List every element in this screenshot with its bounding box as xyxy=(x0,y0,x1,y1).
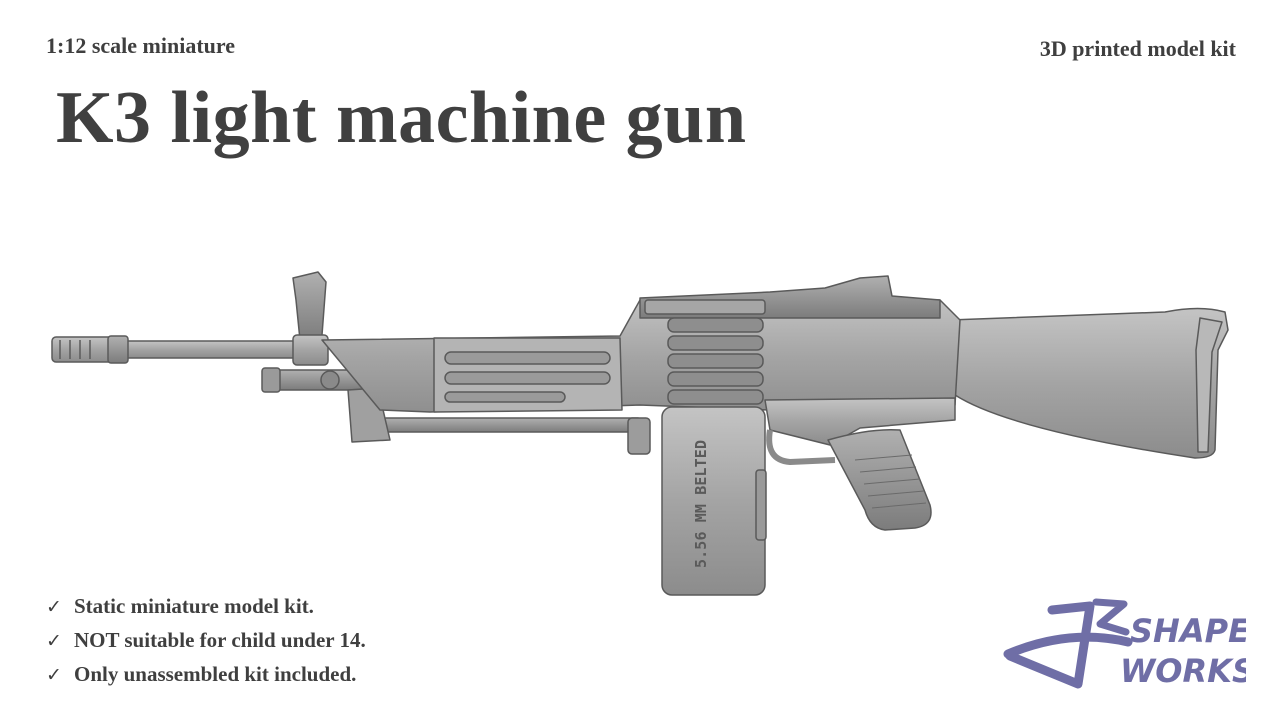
bipod-leg xyxy=(381,417,643,433)
kit-type-label: 3D printed model kit xyxy=(1039,36,1236,61)
ammo-box xyxy=(661,406,766,596)
checkmark-icon: ✓ xyxy=(46,664,62,686)
shape-works-logo: SHAPE WORKS xyxy=(1003,598,1246,690)
page-title: K3 light machine gun xyxy=(56,77,747,159)
trigger-guard xyxy=(766,429,836,465)
feature-list: ✓Static miniature model kit. ✓NOT suitab… xyxy=(46,592,366,694)
logo-text-shape: SHAPE xyxy=(1130,612,1246,650)
front-sight xyxy=(292,271,327,341)
scale-label: 1:12 scale miniature xyxy=(46,33,236,58)
barrel xyxy=(111,340,323,359)
flash-hider xyxy=(51,336,115,363)
ammo-box-label: 5.56 MM BELTED xyxy=(692,440,710,568)
list-item: ✓NOT suitable for child under 14. xyxy=(46,626,366,660)
checkmark-icon: ✓ xyxy=(46,596,62,618)
stock xyxy=(949,307,1229,459)
logo-swoosh-icon xyxy=(1003,632,1133,659)
checkmark-icon: ✓ xyxy=(46,630,62,652)
logo-text-works: WORKS xyxy=(1120,652,1246,690)
ammo-belt xyxy=(667,317,764,405)
list-item: ✓Only unassembled kit included. xyxy=(46,660,366,694)
list-item: ✓Static miniature model kit. xyxy=(46,592,366,626)
